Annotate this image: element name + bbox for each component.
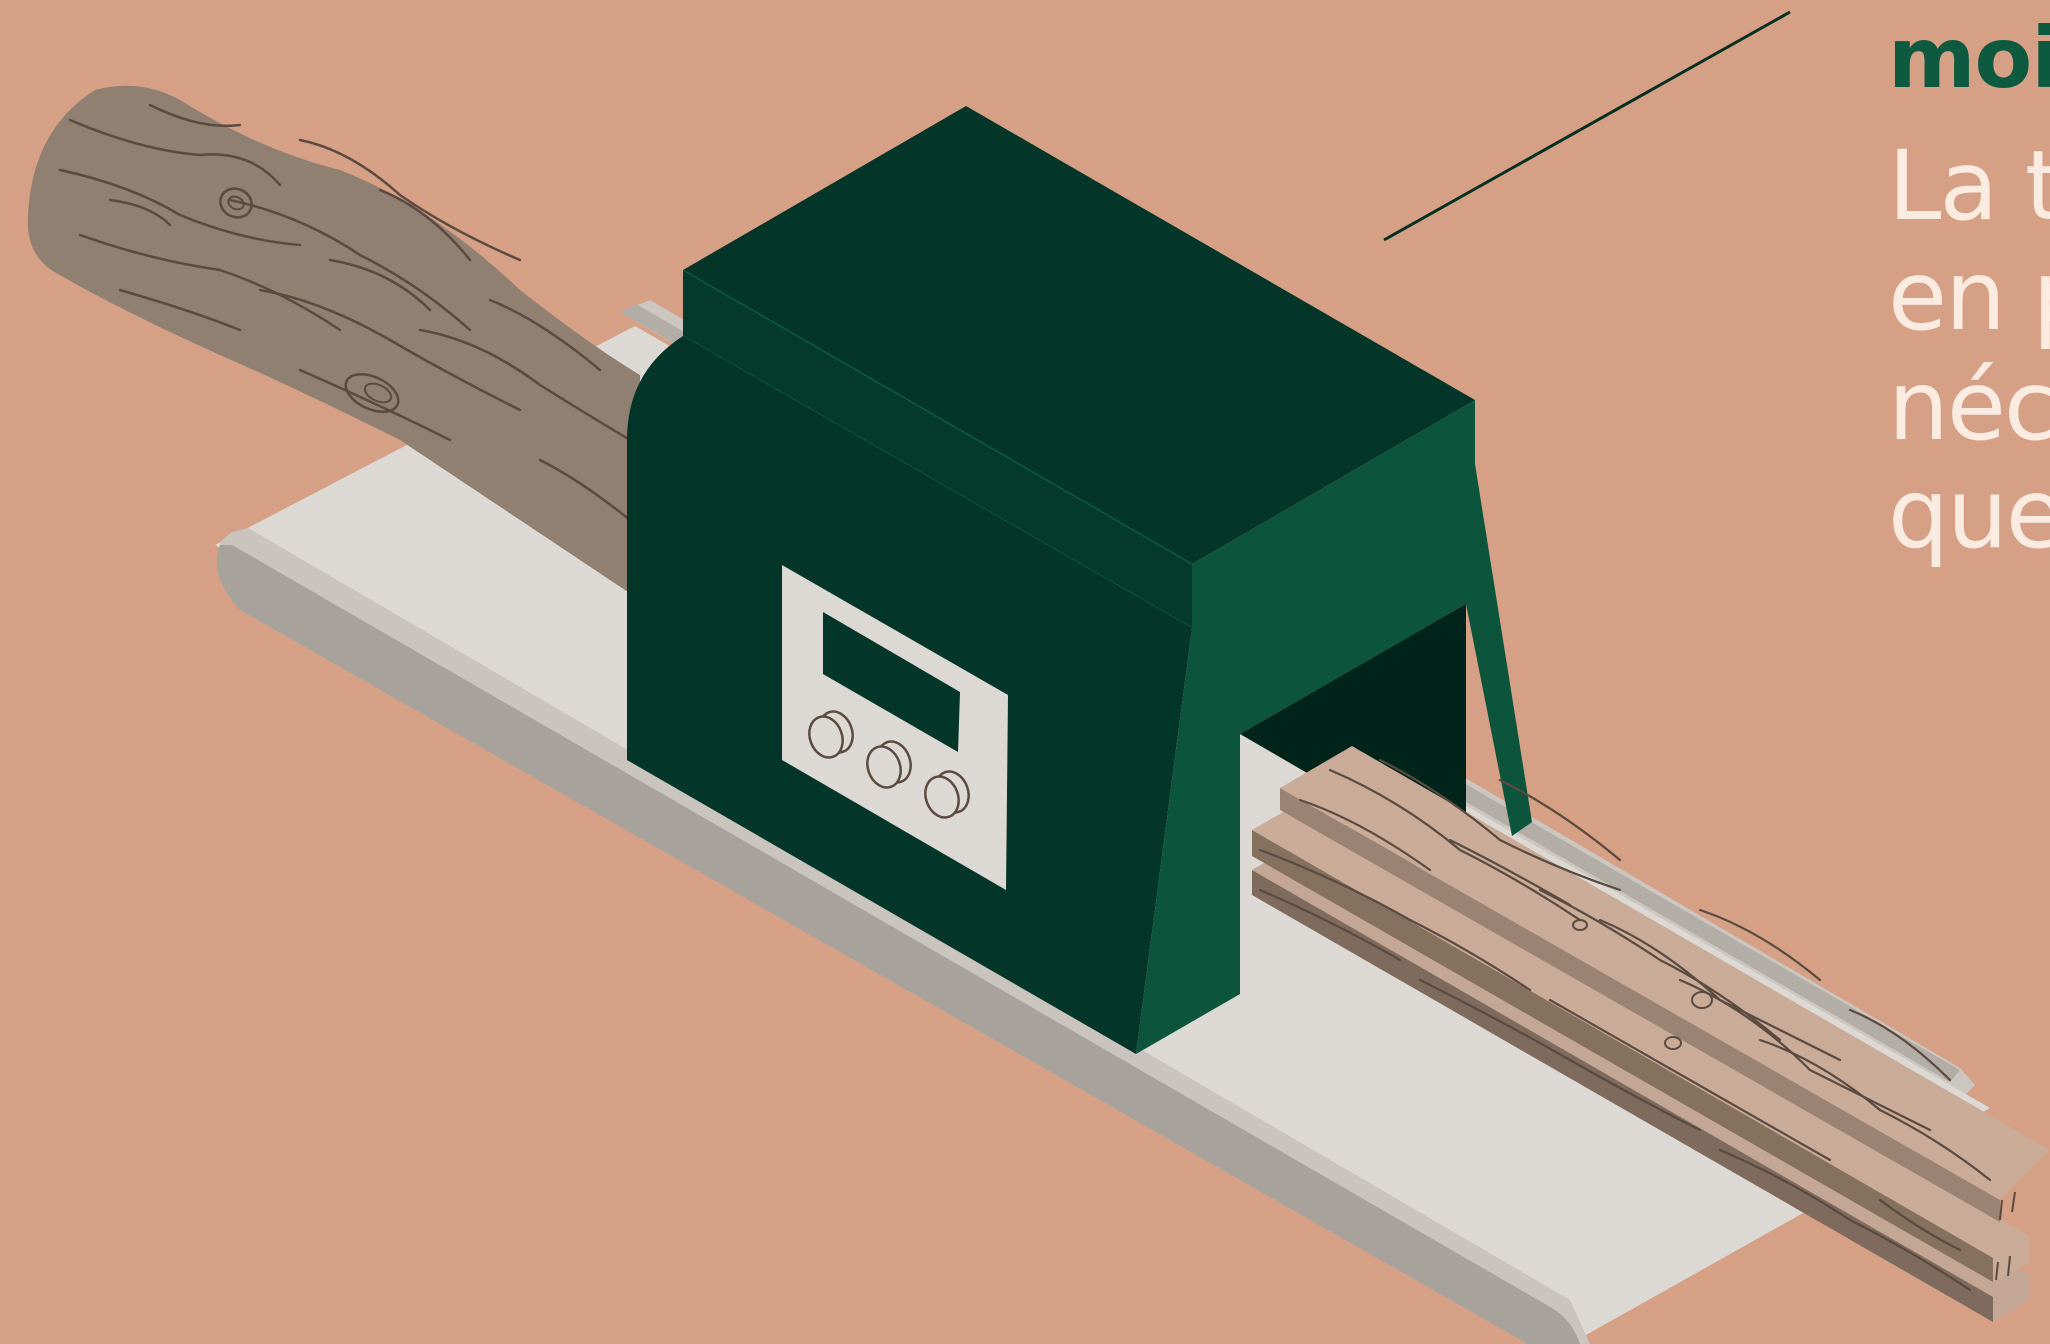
knob-icon [866, 740, 912, 789]
knob-icon [808, 710, 854, 759]
callout-line [1383, 10, 1791, 242]
control-panel [782, 565, 1008, 890]
display-screen [823, 612, 960, 752]
caption-line: néce [1888, 350, 2050, 462]
caption-title: moi [1888, 9, 2050, 107]
knob-icon [924, 770, 970, 819]
caption-line: que [1888, 458, 2050, 570]
caption-line: La t [1888, 130, 2050, 242]
caption-line: en p [1888, 240, 2050, 352]
planks-icon [1252, 746, 2050, 1322]
log-icon [27, 85, 640, 600]
